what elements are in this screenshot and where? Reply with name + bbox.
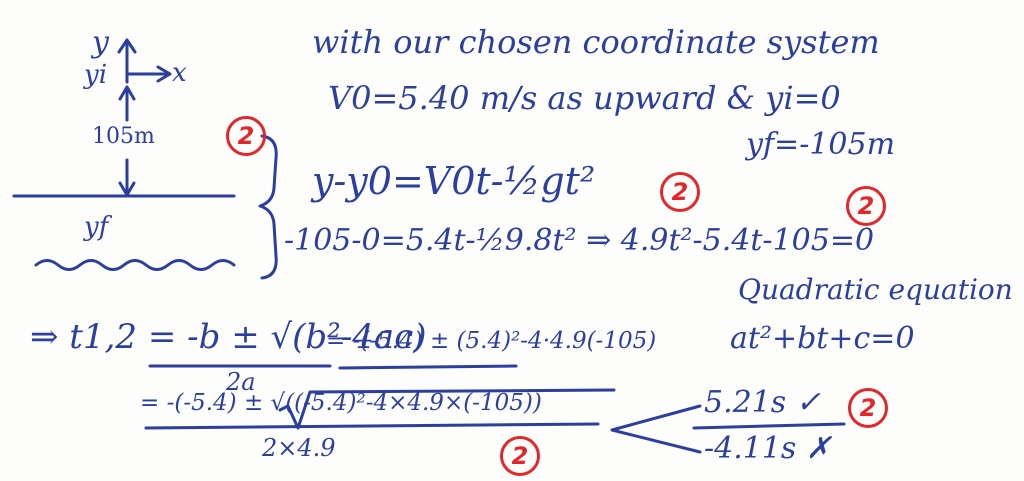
axis-y-label: y: [92, 25, 109, 60]
equation-2: -105-0=5.4t-½9.8t² ⇒ 4.9t²-5.4t-105=0: [284, 223, 875, 258]
yf-label: yf: [84, 212, 109, 242]
note-line-3: yf=-105m: [746, 127, 896, 162]
result-fraction-bar: [692, 422, 846, 430]
sub1-underline: [338, 364, 518, 370]
substitution-1: = -(-5.4) ± (5.4)²-4·4.9(-105): [326, 328, 657, 354]
grade-mark-4: 2: [848, 388, 888, 428]
grade-mark-5: 2: [500, 436, 540, 476]
water-waves: [34, 259, 236, 271]
note-line-1: with our chosen coordinate system: [312, 23, 880, 61]
yi-label: yi: [84, 60, 108, 90]
formula-numerator: ⇒ t1,2 = -b ± √(b²-4ac): [30, 317, 427, 357]
note-line-2: V0=5.40 m/s as upward & yi=0: [328, 79, 841, 117]
result-negative: -4.11s ✗: [704, 431, 832, 466]
substitution-2-denominator: 2×4.9: [262, 434, 336, 462]
substitution-2-numerator: = -(-5.4) ± √((-5.4)²-4×4.9×(-105)): [140, 390, 542, 416]
sub2-sqrt-sign: [278, 388, 616, 430]
result-positive: 5.21s ✓: [704, 385, 821, 420]
x-axis-arrowhead: [156, 65, 172, 83]
height-label: 105m: [92, 124, 155, 149]
grade-mark-3: 2: [846, 186, 886, 226]
equation-1: y-y0=V0t-½gt²: [312, 159, 596, 203]
grade-mark-1: 2: [226, 116, 266, 156]
sub2-fraction-bar: [144, 422, 600, 430]
equation-brace: [258, 134, 278, 280]
quadratic-label: Quadratic equation: [738, 273, 1013, 306]
quadratic-form: at²+bt+c=0: [730, 321, 915, 356]
grade-mark-2: 2: [660, 172, 700, 212]
y-axis-arrowhead: [117, 38, 137, 54]
height-arrowhead-up: [118, 85, 136, 101]
result-bracket: [610, 404, 702, 454]
axis-x-label: x: [172, 58, 187, 88]
formula-denominator: 2a: [226, 368, 256, 396]
